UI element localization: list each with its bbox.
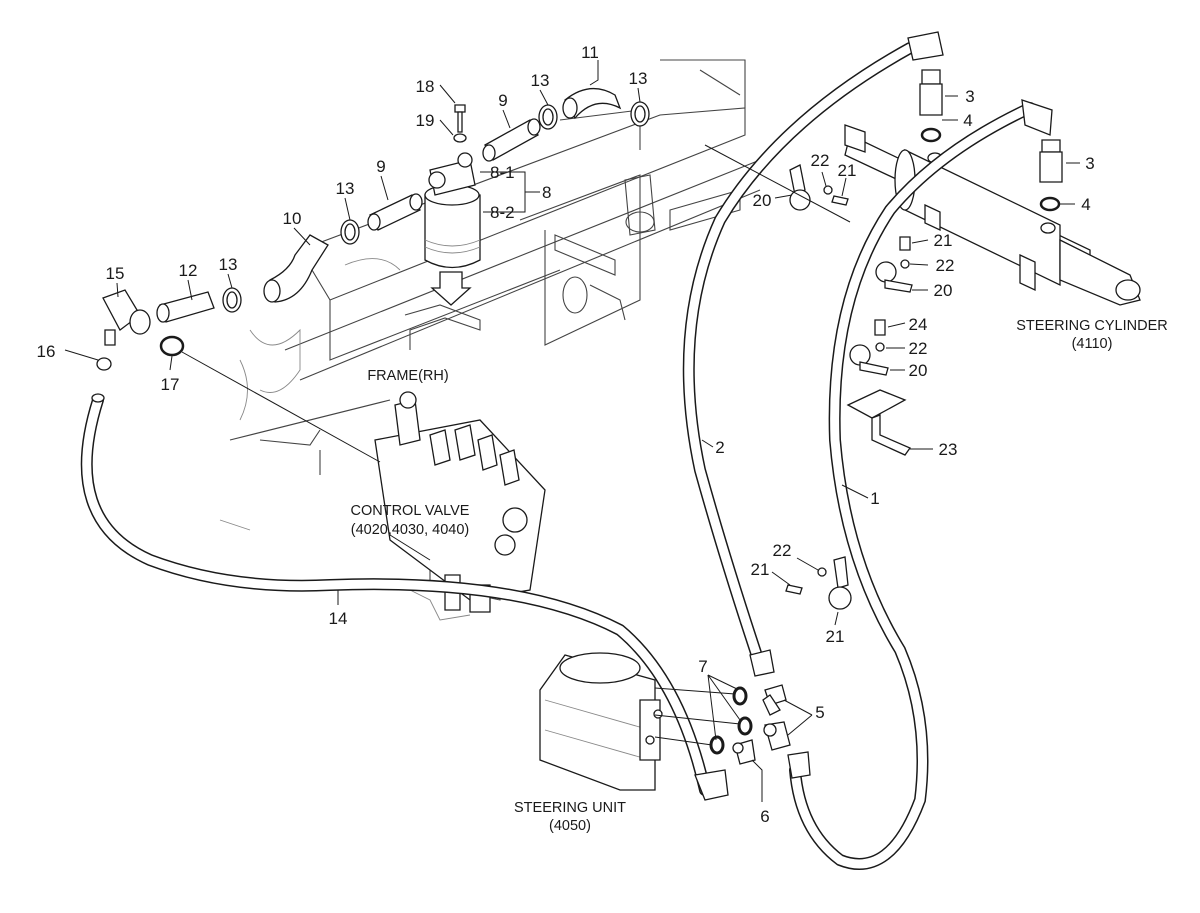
o-ring-4-a — [920, 127, 942, 143]
label-20-b: 20 — [934, 281, 953, 300]
label-13-c: 13 — [336, 179, 355, 198]
label-24: 24 — [909, 315, 928, 334]
elbow-5-lower — [763, 721, 791, 751]
hose-clamp-16 — [96, 357, 112, 371]
hose-1 — [787, 99, 1053, 870]
label-23: 23 — [939, 440, 958, 459]
steering-unit — [539, 652, 663, 791]
label-1: 1 — [870, 489, 879, 508]
washer-22-c — [875, 342, 885, 352]
label-8-1: 8-1 — [490, 163, 515, 182]
steering-cylinder-caption: STEERING CYLINDER — [1016, 318, 1167, 334]
label-17: 17 — [161, 375, 180, 394]
label-19: 19 — [416, 111, 435, 130]
label-21-a: 21 — [838, 161, 857, 180]
label-3-a: 3 — [965, 87, 974, 106]
steering-unit-caption: STEERING UNIT — [514, 800, 626, 816]
clip-20-b — [875, 261, 913, 293]
label-13-b: 13 — [629, 69, 648, 88]
label-13-d: 13 — [219, 255, 238, 274]
adapter-3-a — [919, 69, 943, 116]
washer-22-a — [823, 185, 833, 195]
label-8-2: 8-2 — [490, 203, 515, 222]
bolt-24 — [874, 319, 886, 336]
clip-21-d — [828, 556, 852, 610]
label-21-d: 21 — [826, 627, 845, 646]
clamp-13-d — [222, 287, 242, 313]
bolt-18 — [454, 104, 466, 133]
label-5: 5 — [815, 703, 824, 722]
label-22-b: 22 — [936, 256, 955, 275]
control-valve-caption: CONTROL VALVE — [351, 503, 470, 519]
label-4-b: 4 — [1081, 195, 1090, 214]
bracket-23 — [846, 389, 911, 456]
label-4-a: 4 — [963, 111, 972, 130]
clamp-13-b — [630, 101, 650, 127]
label-13-a: 13 — [531, 71, 550, 90]
frame-rh-caption: FRAME(RH) — [367, 368, 448, 384]
washer-19 — [453, 133, 467, 143]
o-ring-7-c — [709, 735, 725, 755]
bolt-21-c — [785, 584, 803, 595]
component-captions: FRAME(RH) CONTROL VALVE (4020,4030, 4040… — [351, 318, 1168, 834]
control-valve-codes: (4020,4030, 4040) — [351, 522, 470, 538]
filter-assembly — [424, 152, 481, 306]
hose-11 — [562, 88, 622, 120]
control-valve — [374, 391, 546, 613]
label-22-a: 22 — [811, 151, 830, 170]
label-7: 7 — [698, 657, 707, 676]
label-3-b: 3 — [1085, 154, 1094, 173]
o-ring-17 — [159, 335, 185, 357]
hose-2 — [682, 31, 944, 677]
label-21-b: 21 — [934, 231, 953, 250]
o-ring-7-a — [732, 686, 748, 706]
label-9-upper: 9 — [498, 91, 507, 110]
label-14: 14 — [329, 609, 348, 628]
o-ring-7-b — [737, 716, 753, 736]
steering-cylinder-code: (4110) — [1072, 336, 1113, 352]
label-15: 15 — [106, 264, 125, 283]
o-ring-4-b — [1039, 196, 1061, 212]
label-21-c: 21 — [751, 560, 770, 579]
bolt-21-b — [899, 236, 911, 251]
clamp-13-a — [538, 104, 558, 130]
steering-cylinder — [844, 124, 1141, 306]
label-9-lower: 9 — [376, 157, 385, 176]
label-11: 11 — [581, 43, 599, 62]
washer-22-d — [817, 567, 827, 577]
elbow-5-upper — [762, 684, 787, 716]
pipe-9-lower — [367, 193, 423, 231]
hose-10 — [263, 234, 329, 303]
part-number-labels: 11 13 13 18 9 19 8-1 8 8-2 9 13 10 15 12… — [37, 43, 1095, 826]
label-22-d: 22 — [773, 541, 792, 560]
adapter-3-b — [1039, 139, 1063, 183]
label-22-c: 22 — [909, 339, 928, 358]
label-2: 2 — [715, 438, 724, 457]
pipe-9-upper — [482, 118, 541, 162]
label-18: 18 — [416, 77, 435, 96]
label-12: 12 — [179, 261, 198, 280]
bolt-21-a — [831, 195, 849, 206]
label-20-a: 20 — [753, 191, 772, 210]
label-20-c: 20 — [909, 361, 928, 380]
pipe-12 — [156, 291, 215, 323]
leader-lines — [64, 60, 1080, 802]
frame-structure — [219, 59, 761, 621]
clip-20-c — [849, 344, 889, 376]
washer-22-b — [900, 259, 910, 269]
label-6: 6 — [760, 807, 769, 826]
elbow-6 — [732, 739, 756, 765]
label-10: 10 — [283, 209, 302, 228]
label-16: 16 — [37, 342, 56, 361]
clip-20-a — [789, 164, 811, 211]
clamp-13-c — [340, 219, 360, 245]
steering-unit-code: (4050) — [549, 818, 591, 834]
hose-14 — [80, 393, 729, 801]
elbow-fitting-15 — [102, 289, 151, 346]
label-8: 8 — [542, 183, 551, 202]
